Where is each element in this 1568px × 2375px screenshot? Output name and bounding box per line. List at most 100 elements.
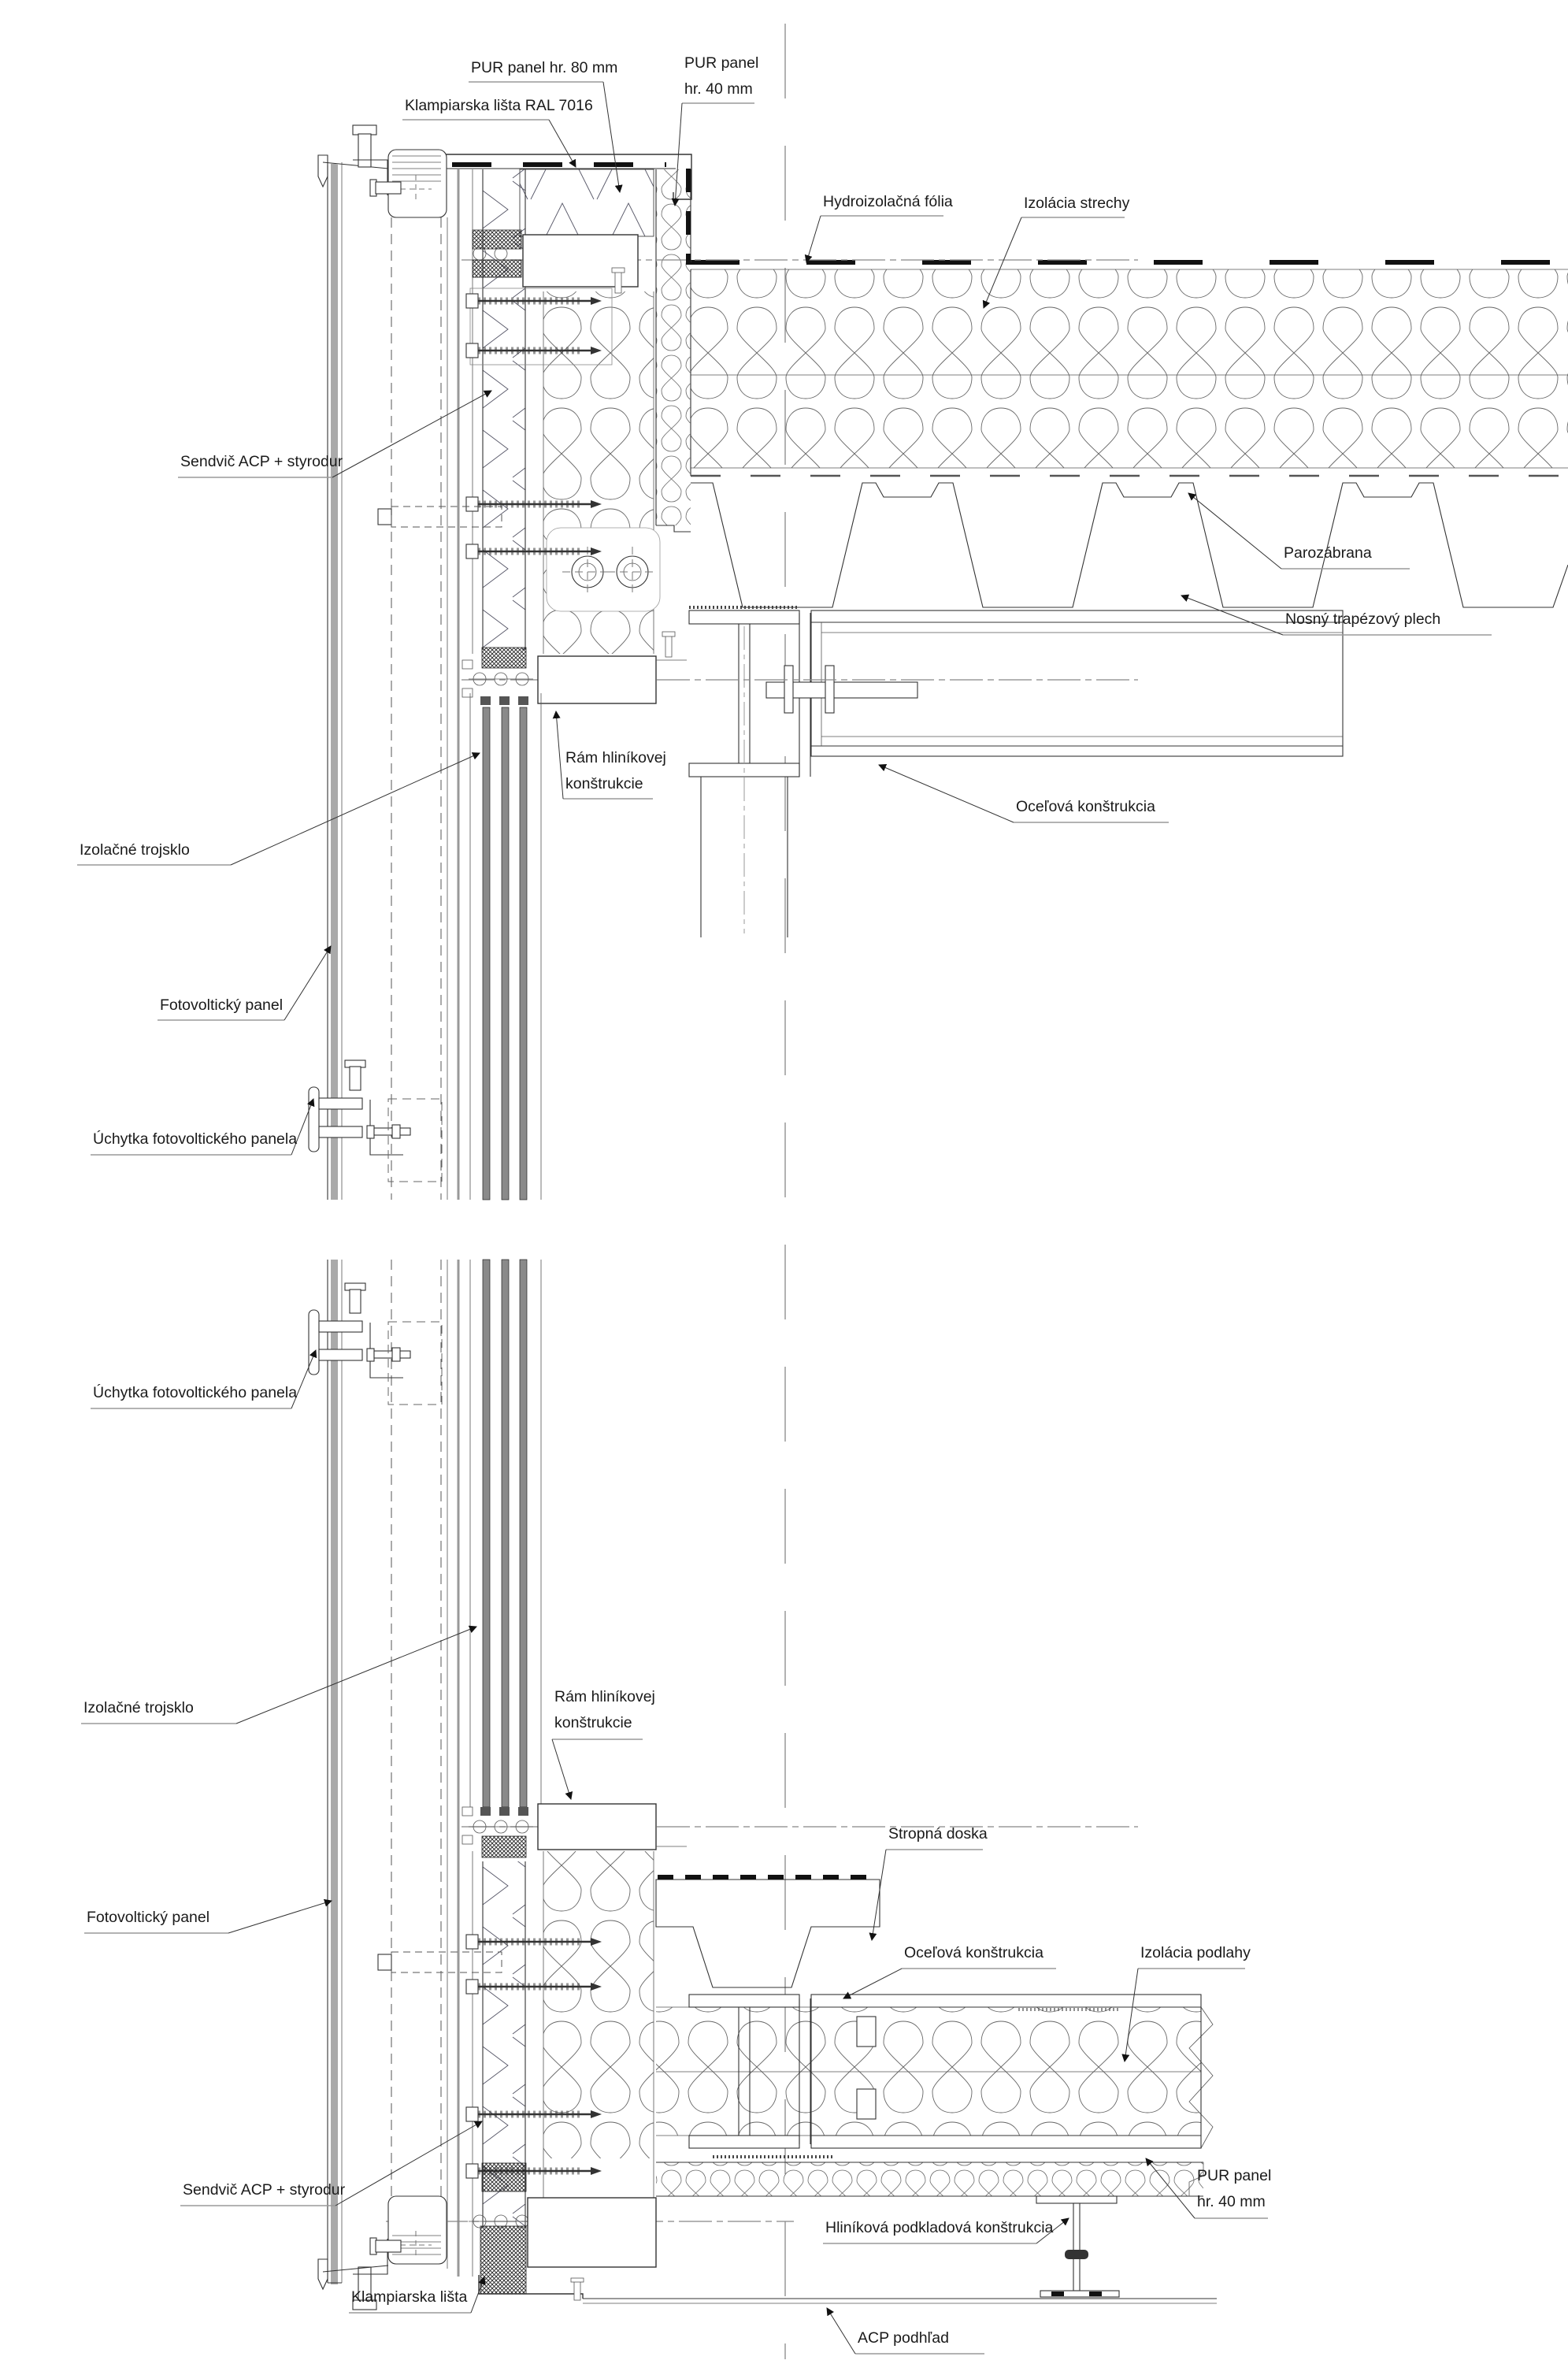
pv-clamp-top: [308, 1059, 443, 1182]
label-text: Klampiarska lišta RAL 7016: [405, 97, 593, 114]
label-ocelova-konstrukcia-1: Oceľová konštrukcia: [878, 763, 1169, 823]
label-pur-panel-80: PUR panel hr. 80 mm: [469, 59, 623, 193]
label-leader-line: [291, 1098, 315, 1156]
label-text: Oceľová konštrukcia: [1016, 798, 1155, 815]
glass-pane: [519, 707, 528, 1200]
cap-flashing: [317, 124, 692, 265]
pur-panel-40-vertical: [656, 169, 691, 525]
label-text: Úchytka fotovoltického panela: [93, 1383, 297, 1401]
label-klampiarska-lista-ral: Klampiarska lišta RAL 7016: [402, 97, 593, 168]
label-leader-line: [602, 81, 623, 193]
label-leader-line: [548, 119, 576, 168]
bolt: [856, 2016, 877, 2047]
trapezoidal-deck: [691, 482, 1568, 608]
glass-pane: [482, 1259, 491, 1808]
label-text: Sendvič ACP + styrodur: [180, 453, 343, 470]
epdm-gasket-block: [481, 647, 527, 669]
glass-pane: [501, 1259, 510, 1808]
parapet-assembly: [377, 169, 1138, 705]
label-text: PUR panel hr. 80 mm: [471, 59, 617, 76]
pur-panel-40-ceiling: [656, 2162, 1203, 2196]
label-text: Fotovoltický panel: [87, 1909, 209, 1926]
label-leader-line: [869, 1849, 887, 1941]
facade-members-bottom: [327, 1259, 542, 2284]
label-leader-line: [230, 752, 480, 866]
pv-panel: [331, 1260, 338, 2284]
steel-beam: [810, 1994, 1202, 2149]
label-text: Izolácia podlahy: [1140, 1944, 1251, 1961]
label-izolacia-strechy: Izolácia strechy: [982, 195, 1130, 309]
labels-layer: PUR panel hr. 80 mm Klampiarska lišta RAL…: [77, 54, 1492, 2355]
pv-bottom-flashing: [317, 2258, 328, 2291]
bottom-detail: [308, 1259, 1229, 2310]
label-fotovolticky-panel-2: Fotovoltický panel: [84, 1898, 332, 1934]
label-nosny-trapezovy-plech: Nosný trapézový plech: [1181, 594, 1492, 636]
label-text: Nosný trapézový plech: [1285, 610, 1440, 628]
epdm-gasket-block: [481, 1835, 527, 1858]
sill-transom: [462, 1803, 1138, 1858]
label-fotovolticky-panel-1: Fotovoltický panel: [158, 945, 332, 1021]
glass-setting-block: [480, 696, 491, 705]
floor-slab: [655, 1875, 880, 1988]
label-text: Hliníková podkladová konštrukcia: [825, 2219, 1054, 2236]
aluminium-frame-head: [537, 655, 657, 704]
label-text: PUR panel: [1197, 2167, 1271, 2184]
label-leader-line: [228, 1898, 332, 1934]
suspended-ceiling: [583, 2162, 1217, 2304]
label-leader-line: [878, 763, 1014, 823]
pv-panel: [331, 164, 338, 1200]
top-detail: [308, 124, 1568, 1200]
roof-assembly: [690, 260, 1568, 608]
hanger-bolt: [1065, 2250, 1088, 2259]
label-text: Izolačné trojsklo: [83, 1699, 194, 1716]
label-leader-line: [235, 1625, 477, 1724]
label-text: Izolačné trojsklo: [80, 841, 190, 859]
label-text: Parozábrana: [1284, 544, 1372, 562]
bolt: [825, 665, 835, 714]
label-leader-line: [1188, 492, 1282, 570]
floor-structure: [656, 1994, 1229, 2158]
label-sendvic-acp-2: Sendvič ACP + styrodur: [180, 2121, 483, 2206]
label-leader-line: [982, 217, 1022, 309]
label-text: Fotovoltický panel: [160, 996, 283, 1014]
label-leader-line: [804, 215, 821, 263]
facade-members-top: [327, 162, 542, 1200]
label-text: hr. 40 mm: [1197, 2193, 1266, 2210]
label-text: Stropná doska: [888, 1825, 988, 1842]
label-text: Rám hliníkovej: [554, 1688, 655, 1705]
label-leader-line: [335, 2121, 483, 2206]
concrete-slab: [655, 1879, 880, 1988]
label-leader-line: [826, 2307, 856, 2355]
label-stropna-doska: Stropná doska: [869, 1825, 988, 1941]
label-uchytka-fotovoltickeho-panela-2: Úchytka fotovoltického panela: [91, 1349, 317, 1409]
label-izolacne-trojsklo-2: Izolačné trojsklo: [81, 1625, 477, 1724]
label-text: PUR panel: [684, 54, 758, 72]
cavity-insulation: [543, 1851, 654, 2158]
label-text: Sendvič ACP + styrodur: [183, 2181, 346, 2199]
floor-insulation: [656, 2007, 1201, 2136]
label-leader-line: [1121, 1968, 1139, 2062]
epdm-gasket-block: [472, 259, 522, 278]
label-klampiarska-lista-2: Klampiarska lišta: [349, 2277, 486, 2314]
label-text: Klampiarska lišta: [351, 2288, 468, 2306]
label-parozabrana: Parozábrana: [1188, 492, 1410, 570]
parapet-flashing: [438, 154, 692, 200]
label-text: Úchytka fotovoltického panela: [93, 1130, 297, 1148]
roof-insulation: [691, 269, 1568, 468]
epdm-gasket-block: [481, 2162, 527, 2192]
aluminium-transom-bottom: [527, 2197, 657, 2268]
pur-panel-80: [519, 169, 654, 237]
label-text: ACP podhľad: [858, 2329, 949, 2347]
aluminium-frame-sill: [537, 1803, 657, 1850]
column-top-flange: [688, 610, 800, 625]
label-hydroizolacna-folia: Hydroizolačná fólia: [804, 193, 953, 263]
epdm-gasket-block: [472, 229, 522, 250]
label-leader-line: [1181, 594, 1284, 636]
label-leader-line: [291, 1349, 317, 1409]
glass-pane: [482, 707, 491, 1200]
epdm-gasket-block: [480, 2225, 527, 2295]
bolt: [784, 665, 794, 714]
